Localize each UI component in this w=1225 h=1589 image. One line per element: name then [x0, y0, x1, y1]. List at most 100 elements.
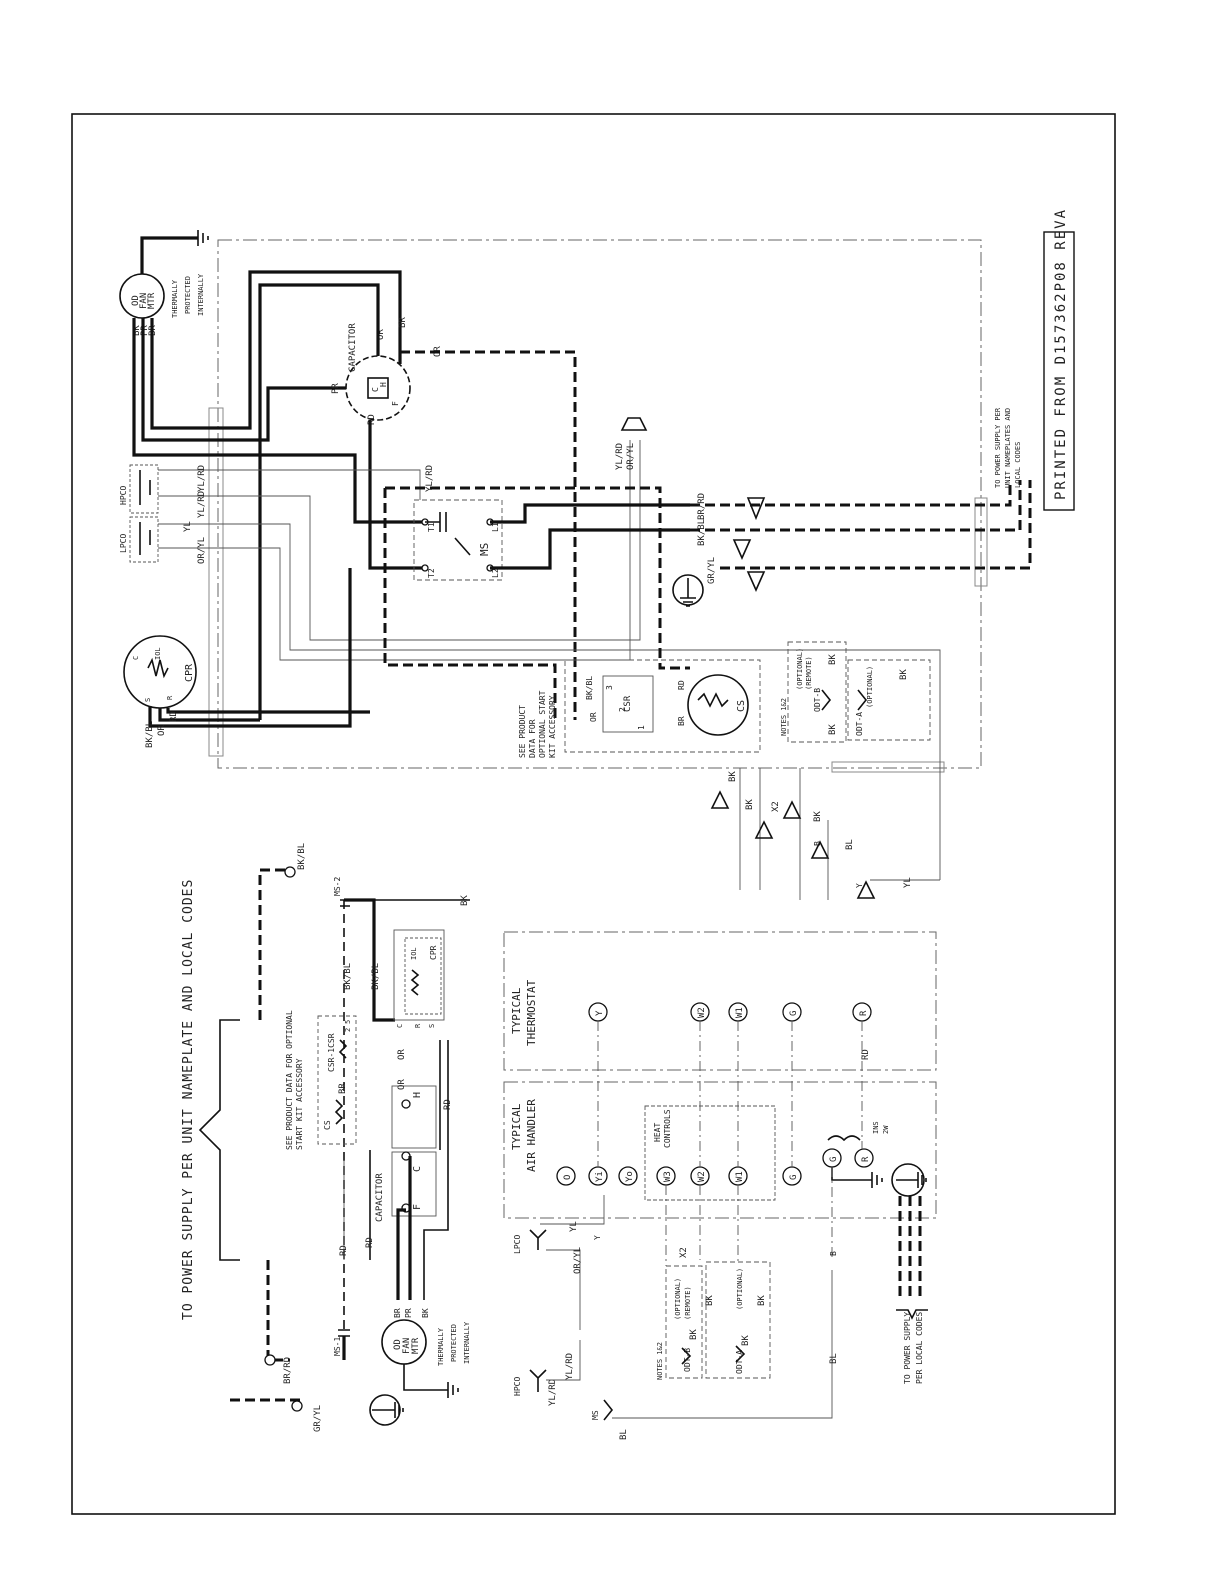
see-product-ladder-2: START KIT ACCESSORY: [295, 1058, 304, 1150]
wire-label-bk-bl-ladder: BK/BL: [297, 843, 307, 870]
hpco-ladder: HPCO: [513, 1369, 547, 1396]
supply-local-label-1: TO POWER SUPPLY: [903, 1312, 912, 1384]
ms1-label: MS-1: [333, 1337, 342, 1356]
connector-gryl: [746, 571, 766, 592]
wire-label-rd-cap: RD: [367, 414, 377, 425]
optional-remote-ladder-1: (OPTIONAL): [674, 1278, 682, 1320]
term-b-lead: B: [813, 841, 822, 846]
wire-or-yl-ladder: [546, 1249, 581, 1330]
tstat-term-g: G: [789, 1011, 799, 1016]
connector-lead-2: [754, 820, 774, 839]
printed-from-label: PRINTED FROM D157362P08 REVA: [1053, 208, 1069, 500]
wire-fan-bk: [132, 318, 425, 524]
wire-label-br-fanl: BR: [393, 1308, 402, 1318]
ms-term-l2: L2: [491, 568, 500, 578]
tstat-term-w1: W1: [735, 1007, 745, 1018]
cap-ladder-term-h: H: [412, 1092, 423, 1098]
wire-label-bk-bl-ladder-3: BK/BL: [371, 963, 381, 990]
optional-remote-ladder-2: (REMOTE): [684, 1286, 692, 1320]
odt-a-ladder: ODT-A: [735, 1350, 744, 1374]
hpco-label: HPCO: [119, 486, 128, 505]
ground-symbol-top-right: [672, 574, 704, 607]
term-b-ah: B: [829, 1251, 838, 1256]
od-fan-mtr-label-2: FAN: [139, 293, 149, 309]
x2-label: X2: [771, 801, 781, 812]
ins-label: INS: [872, 1121, 880, 1134]
wire-label-or-cap: OR: [376, 329, 386, 340]
see-product-4: KIT ACCESSORY: [548, 695, 557, 758]
iol-label: IOL: [154, 647, 162, 660]
wire-or-yl: [158, 440, 631, 661]
see-product-3: OPTIONAL START: [538, 690, 547, 758]
typical-thermostat-1: TYPICAL: [510, 987, 523, 1034]
wire-yl-rd-ladder: [546, 1340, 581, 1381]
wire-label-yl-lead: YL: [903, 877, 913, 888]
compressor-cpr: CPR IOL C R S: [123, 635, 197, 709]
wire-label-bk-odtb-2: BK: [828, 724, 838, 735]
wire-label-pr-fanl: PR: [404, 1308, 413, 1318]
wire-label-bk-lead-2: BK: [745, 799, 755, 810]
wire-label-rd-cpr: RD: [169, 711, 179, 722]
wire-ladder-bk-right: [423, 1040, 449, 1300]
wire-bk-bl: [490, 528, 690, 570]
ah-term-w2: W2: [697, 1171, 707, 1182]
csr-ladder-term-5: 5: [344, 1020, 352, 1024]
cap-ladder-term-f: F: [412, 1204, 423, 1210]
typical-air-2: AIR HANDLER: [525, 1099, 538, 1172]
brace-supply: [198, 1019, 240, 1261]
wire-gr-yl-dashed: [720, 480, 1032, 570]
od-fan-motor-ladder: OD FAN MTR THERMALLY PROTECTED INTERNALL…: [381, 1308, 471, 1366]
wire-label-gr-yl-top: GR/YL: [707, 557, 717, 584]
wire-bk-bl-dashed: [690, 480, 1022, 532]
connection-diagram: OD FAN MTR THERMALLY PROTECTED INTERNALL…: [119, 208, 1075, 900]
ms-ladder-label: MS: [591, 1410, 600, 1420]
diagram-frame: [71, 113, 1116, 1515]
wire-label-yl-rd-3: YL/RD: [425, 465, 435, 492]
odt-ladder-boxes: NOTES 1&2 (OPTIONAL) (REMOTE) ODT-B (OPT…: [656, 1247, 771, 1380]
optional-remote-top-2: (REMOTE): [805, 656, 813, 690]
internally-ladder: INTERNALLY: [463, 1321, 471, 1364]
wire-cpr-rd: [166, 708, 370, 714]
typical-air-handler-box: TYPICAL AIR HANDLER HEAT CONTROLS O Yi Y…: [503, 1081, 937, 1219]
see-product-1: SEE PRODUCT: [518, 705, 527, 758]
wire-cap-or-dashed: [400, 350, 577, 720]
hpco-switch: HPCO: [119, 464, 159, 514]
typical-air-1: TYPICAL: [510, 1103, 523, 1150]
ms-term-t1: T1: [427, 522, 436, 532]
capacitor-top: CAPACITOR H C F OR BR PR RD OR: [331, 317, 443, 425]
wire-label-bk-bl-top: BK/BL: [697, 519, 707, 546]
notes12-ladder: NOTES 1&2: [656, 1342, 664, 1380]
cpr-label: CPR: [184, 663, 195, 682]
connector-bkrd: [746, 497, 766, 521]
wire-label-yl-rd-ladder-1: YL/RD: [565, 1353, 575, 1380]
wire-label-bk-lead-3: BK: [813, 811, 823, 822]
wire-label-gr-yl-ladder: GR/YL: [313, 1405, 323, 1432]
conduit-bar-right: [974, 497, 988, 587]
iol-ladder-label: IOL: [410, 947, 418, 960]
capacitor-ladder: CAPACITOR C F H OR OR RD: [375, 1049, 453, 1222]
wire-cap-rd: [368, 420, 425, 570]
heat-controls-1: HEAT: [653, 1123, 662, 1142]
ah-term-yo: Yo: [625, 1171, 635, 1182]
wire-dashed-control: [385, 486, 690, 670]
csr-term-3: 3: [605, 685, 614, 690]
transformer-coil: [827, 1135, 861, 1142]
ground-ah: [831, 1167, 883, 1188]
wire-label-or-yl-ladder: OR/YL: [573, 1247, 583, 1274]
wire-dashed-control-2: [383, 488, 557, 720]
supply-line-2: [266, 1260, 290, 1362]
optional-ladder: (OPTIONAL): [736, 1268, 744, 1310]
ms-term-l1: L1: [491, 522, 500, 532]
supply-local-label: LOCAL CODES: [1014, 442, 1022, 488]
ground-fan-ladder: [403, 1364, 459, 1398]
csr-term-2: 2: [618, 707, 627, 712]
cap-term-f-top: F: [391, 401, 400, 406]
cpr-ladder: CPR IOL C R S: [393, 929, 445, 1028]
wire-label-or-yl: OR/YL: [197, 537, 207, 564]
tstat-term-r: R: [859, 1010, 869, 1016]
ah-term-w1: W1: [735, 1171, 745, 1182]
wire-cpr-or: [158, 708, 260, 722]
odt-box-top: (OPTIONAL) (REMOTE) ODT-B NOTES 1&2 BK B…: [780, 641, 847, 743]
wire-label-yl-rd-ladder-2: YL/RD: [548, 1379, 558, 1406]
